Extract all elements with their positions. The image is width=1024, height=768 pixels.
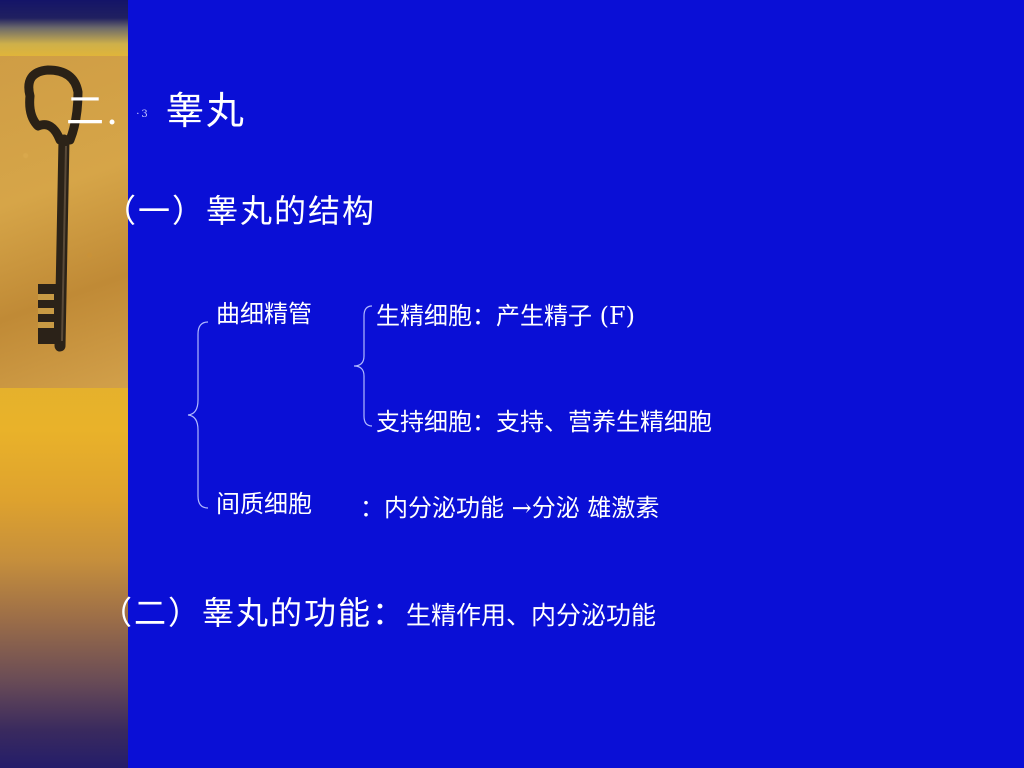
sertoli-cell-text: 支持细胞：支持、营养生精细胞 (376, 408, 712, 436)
key-image (0, 56, 128, 388)
endocrine-function-text: ：内分泌功能 →分泌 雄激素 (360, 494, 660, 522)
section2-heading: （二）睾丸的功能： (100, 594, 407, 632)
title-text: 睾丸 (165, 89, 246, 133)
seminiferous-tubule-label: 曲细精管 (216, 300, 312, 328)
title-prefix: 二. (66, 89, 121, 133)
inner-brace (353, 305, 373, 427)
interstitial-cell-label: 间质细胞 (216, 490, 312, 518)
title-mark: ·3 (136, 109, 150, 120)
section2-line: （二）睾丸的功能：生精作用、内分泌功能 (100, 588, 656, 634)
spermatogenic-cell-text: 生精细胞：产生精子 (F) (376, 302, 636, 330)
outer-brace (187, 321, 209, 509)
slide-title: 二. ·3 睾丸 (66, 80, 246, 135)
section1-heading: （一）睾丸的结构 (104, 192, 377, 230)
section2-detail: 生精作用、内分泌功能 (406, 601, 657, 630)
